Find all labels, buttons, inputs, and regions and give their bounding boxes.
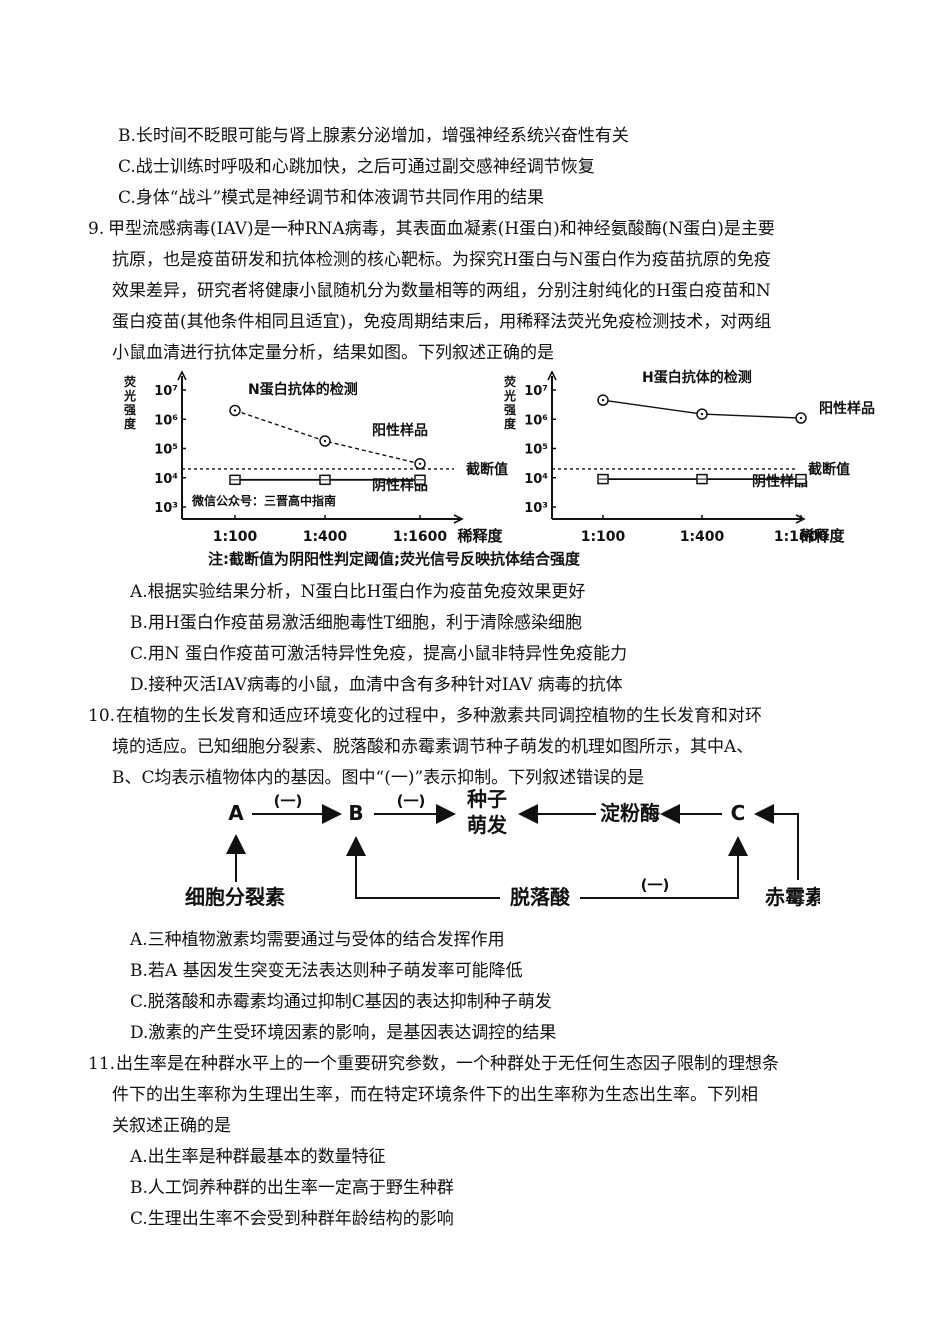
q9-stem-line: 效果差异，研究者将健康小鼠随机分为数量相等的两组，分别注射纯化的H蛋白疫苗和N xyxy=(112,281,771,301)
q9-stem-line: 甲型流感病毒(IAV)是一种RNA病毒，其表面血凝素(H蛋白)和神经氨酸酶(N蛋… xyxy=(108,219,775,239)
inhibit-label-aba-c: (一) xyxy=(641,876,670,894)
seed-germination-label-1: 种子 xyxy=(466,787,507,811)
arrow-gibberellin-to-c xyxy=(754,804,799,880)
x-tick-label: 1:400 xyxy=(303,529,348,545)
q9-stem-line: 小鼠血清进行抗体定量分析，结果如图。下列叙述正确的是 xyxy=(112,343,554,363)
x-axis-arrow xyxy=(795,514,806,524)
q8-option-c2: C.身体“战斗”模式是神经调节和体液调节共同作用的结果 xyxy=(118,188,545,208)
x-tick-label: 1:1600 xyxy=(393,529,448,545)
gene-b-label: B xyxy=(348,801,363,825)
positive-data-point-center xyxy=(700,412,704,416)
inhibit-label-b-seed: (一) xyxy=(397,792,426,810)
cutoff-label: 截断值 xyxy=(466,461,508,478)
q10-option-d: D.激素的产生受环境因素的影响，是基因表达调控的结果 xyxy=(130,1023,557,1043)
y-axis-label-char: 荧 xyxy=(504,374,517,389)
q9-option-b: B.用H蛋白作疫苗易激活细胞毒性T细胞，利于清除感染细胞 xyxy=(130,613,583,633)
q11-stem-line: 件下的出生率称为生理出生率，而在特定环境条件下的出生率称为生态出生率。下列相 xyxy=(112,1085,758,1105)
q11-stem-line: 出生率是在种群水平上的一个重要研究参数，一个种群处于无任何生态因子限制的理想条 xyxy=(116,1054,779,1074)
q10-option-b: B.若A 基因发生突变无法表达则种子萌发率可能降低 xyxy=(130,961,523,981)
abscisic-acid-label: 脱落酸 xyxy=(510,885,571,909)
q10-number: 10. xyxy=(88,706,116,726)
y-tick-label: 10⁴ xyxy=(524,472,548,487)
y-axis-arrow xyxy=(547,370,557,381)
y-tick-label: 10⁴ xyxy=(154,472,178,487)
y-tick-label: 10⁶ xyxy=(524,413,548,428)
q11-stem-line: 关叙述正确的是 xyxy=(112,1116,231,1136)
y-tick-label: 10⁵ xyxy=(154,443,178,458)
y-axis-label-char: 光 xyxy=(123,388,136,403)
q8-option-c: C.战士训练时呼吸和心跳加快，之后可通过副交感神经调节恢复 xyxy=(118,157,595,177)
q9-option-a: A.根据实验结果分析，N蛋白比H蛋白作为疫苗免疫效果更好 xyxy=(130,582,586,602)
q10-option-c: C.脱落酸和赤霉素均通过抑制C基因的表达抑制种子萌发 xyxy=(130,992,552,1012)
q9-option-d: D.接种灭活IAV病毒的小鼠，血清中含有多种针对IAV 病毒的抗体 xyxy=(130,675,623,695)
y-tick-label: 10⁷ xyxy=(524,384,548,399)
y-tick-label: 10⁶ xyxy=(154,413,178,428)
q10-stem-line: B、C均表示植物体内的基因。图中“(一)”表示抑制。下列叙述错误的是 xyxy=(112,768,645,788)
y-axis-label-char: 度 xyxy=(124,416,137,431)
y-axis-label-char: 光 xyxy=(503,388,516,403)
cytokinin-label: 细胞分裂素 xyxy=(185,885,285,909)
inhibit-label-a-b: (一) xyxy=(274,792,303,810)
negative-series-label: 阴性样品 xyxy=(372,477,428,494)
positive-series-label: 阳性样品 xyxy=(372,422,428,439)
x-axis-arrow xyxy=(453,514,464,524)
q10-option-a: A.三种植物激素均需要通过与受体的结合发挥作用 xyxy=(130,930,505,950)
gene-c-label: C xyxy=(731,801,746,825)
q11-number: 11. xyxy=(88,1054,116,1074)
x-axis-label: 稀释度 xyxy=(457,527,503,545)
y-tick-label: 10⁷ xyxy=(154,384,178,399)
y-axis-label-char: 度 xyxy=(504,416,517,431)
chart-title: N蛋白抗体的检测 xyxy=(248,381,358,398)
amylase-label: 淀粉酶 xyxy=(600,801,660,825)
y-tick-label: 10⁵ xyxy=(524,443,548,458)
x-axis-label: 稀释度 xyxy=(799,527,845,545)
chart-title: H蛋白抗体的检测 xyxy=(642,369,752,386)
x-tick-label: 1:1600 xyxy=(774,529,829,545)
hormone-regulation-diagram: A B C 种子 萌发 淀粉酶 细胞分裂素 脱落酸 赤霉素 (一) (一) (一… xyxy=(185,787,820,909)
positive-series-label: 阳性样品 xyxy=(819,400,875,417)
q11-option-c: C.生理出生率不会受到种群年龄结构的影响 xyxy=(130,1209,454,1229)
figure-note: 注:截断值为阴阳性判定阈值;荧光信号反映抗体结合强度 xyxy=(208,550,580,568)
y-tick-label: 10³ xyxy=(154,501,178,516)
positive-data-point-center xyxy=(418,462,422,465)
gene-a-label: A xyxy=(228,801,244,825)
positive-data-point-center xyxy=(799,416,803,420)
x-tick-label: 1:400 xyxy=(680,529,725,545)
negative-series-label: 阴性样品 xyxy=(752,473,808,490)
gibberellin-label: 赤霉素 xyxy=(765,885,820,909)
q9-option-c: C.用N 蛋白作疫苗可激活特异性免疫，提高小鼠非特异性免疫能力 xyxy=(130,644,628,664)
q10-stem-line: 境的适应。已知细胞分裂素、脱落酸和赤霉素调节种子萌发的机理如图所示，其中A、 xyxy=(112,737,754,757)
positive-series-line xyxy=(234,409,421,465)
positive-data-point-center xyxy=(323,439,327,443)
y-axis-label-char: 荧 xyxy=(124,374,137,389)
positive-data-point-center xyxy=(233,409,237,412)
watermark-text: 微信公众号：三晋高中指南 xyxy=(191,493,336,508)
positive-data-point-center xyxy=(601,398,605,402)
x-tick-label: 1:100 xyxy=(581,529,626,545)
q9-stem-line: 蛋白疫苗(其他条件相同且适宜)，免疫周期结束后，用稀释法荧光免疫检测技术，对两组 xyxy=(112,312,772,332)
q9-stem-line: 抗原，也是疫苗研发和抗体检测的核心靶标。为探究H蛋白与N蛋白作为疫苗抗原的免疫 xyxy=(112,250,771,270)
y-axis-label-char: 强 xyxy=(504,403,516,417)
q8-option-b: B.长时间不眨眼可能与肾上腺素分泌增加，增强神经系统兴奋性有关 xyxy=(118,126,629,146)
y-tick-label: 10³ xyxy=(524,501,548,516)
q10-stem-line: 在植物的生长发育和适应环境变化的过程中，多种激素共同调控植物的生长发育和对环 xyxy=(116,706,762,726)
cutoff-label: 截断值 xyxy=(808,461,850,478)
arrow-aba-to-b xyxy=(346,836,500,899)
y-axis-label-char: 强 xyxy=(124,403,136,417)
arrow-aba-to-c xyxy=(580,836,748,899)
seed-germination-label-2: 萌发 xyxy=(467,813,508,837)
q11-option-b: B.人工饲养种群的出生率一定高于野生种群 xyxy=(130,1178,454,1198)
y-axis-arrow xyxy=(177,370,187,381)
q9-number: 9. xyxy=(88,219,105,239)
q11-option-a: A.出生率是种群最基本的数量特征 xyxy=(130,1147,386,1167)
x-tick-label: 1:100 xyxy=(213,529,258,545)
